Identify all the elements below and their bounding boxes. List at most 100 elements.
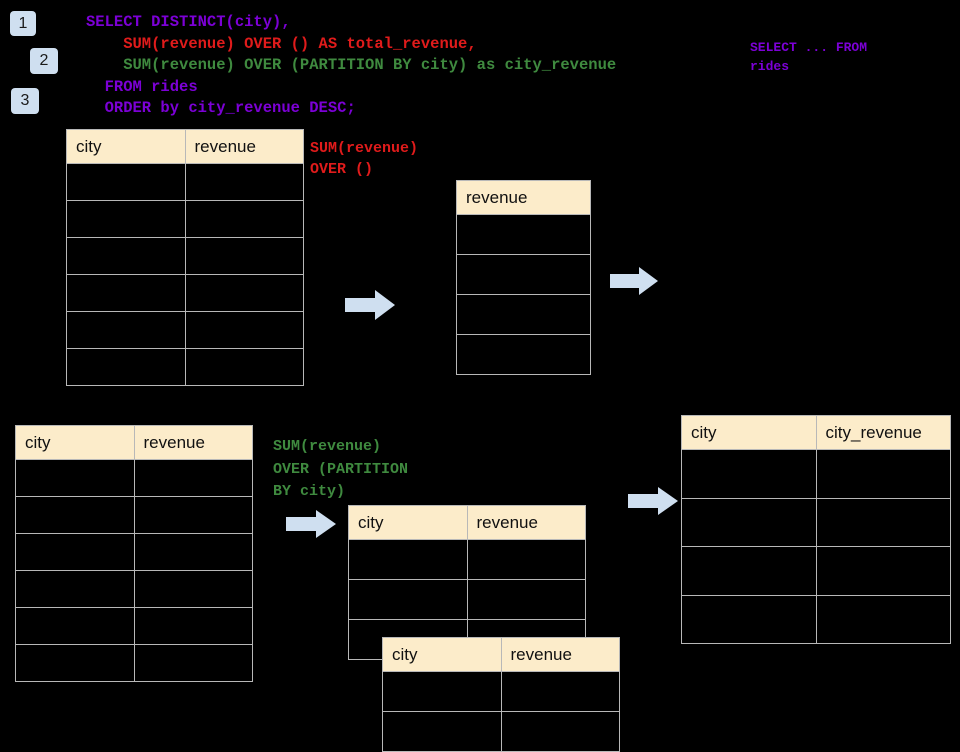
cell-city xyxy=(15,459,135,497)
table-body xyxy=(382,671,620,752)
cell-revenue xyxy=(500,711,620,752)
table-body xyxy=(456,214,591,375)
cell-revenue xyxy=(456,294,591,335)
column-header-revenue: revenue xyxy=(184,129,304,164)
step-badge-3-label: 3 xyxy=(20,92,30,109)
cell-city xyxy=(681,497,817,547)
cell-city-revenue xyxy=(815,449,951,499)
cell-revenue xyxy=(500,671,620,712)
column-header-revenue: revenue xyxy=(133,425,253,460)
cell-revenue xyxy=(456,254,591,295)
table-row xyxy=(66,237,304,275)
cell-revenue xyxy=(184,274,304,312)
sql-line-order-by: ORDER by city_revenue DESC; xyxy=(86,99,356,117)
table-row xyxy=(681,594,951,644)
table-rides-source-bottom: city revenue xyxy=(15,425,253,682)
table-row xyxy=(382,711,620,752)
column-header-city: city xyxy=(348,505,468,540)
cell-revenue xyxy=(133,533,253,571)
column-header-city: city xyxy=(66,129,186,164)
table-partitioned-back: city revenue xyxy=(382,637,620,752)
table-result: city city_revenue xyxy=(681,415,951,644)
step-badge-3: 3 xyxy=(11,88,39,114)
table-row xyxy=(681,497,951,547)
column-header-city: city xyxy=(382,637,502,672)
cell-city-revenue xyxy=(815,497,951,547)
table-body xyxy=(15,459,253,682)
arrow-right-icon-source-to-total xyxy=(345,290,395,320)
table-row xyxy=(348,579,586,620)
table-rides-source-top: city revenue xyxy=(66,129,304,386)
cell-city-revenue xyxy=(815,546,951,596)
table-header-row: city revenue xyxy=(348,505,586,540)
cell-city xyxy=(382,671,502,712)
table-header-row: city revenue xyxy=(66,129,304,164)
column-header-city: city xyxy=(15,425,135,460)
sql-line-sum-over-partition: SUM(revenue) OVER (PARTITION BY city) as… xyxy=(86,56,617,74)
cell-city xyxy=(66,311,186,349)
table-row xyxy=(66,348,304,386)
sql-line-sum-over-empty: SUM(revenue) OVER () AS total_revenue, xyxy=(86,34,477,53)
table-row xyxy=(382,671,620,712)
table-row xyxy=(456,254,591,295)
cell-city xyxy=(15,644,135,682)
cell-city xyxy=(15,607,135,645)
cell-city xyxy=(348,539,468,580)
arrow-right-icon-source-to-partition xyxy=(286,510,336,538)
sql-line-from: FROM rides xyxy=(86,77,198,96)
arrow-right-icon-total-to-result xyxy=(610,267,658,295)
annotation-select-from-rides: SELECT ... FROM rides xyxy=(750,40,868,74)
cell-city-revenue xyxy=(815,594,951,644)
cell-revenue xyxy=(184,200,304,238)
cell-city xyxy=(15,496,135,534)
table-row xyxy=(66,200,304,238)
cell-city xyxy=(66,200,186,238)
cell-city xyxy=(15,533,135,571)
table-row xyxy=(348,539,586,580)
table-row xyxy=(681,546,951,596)
table-header-row: city revenue xyxy=(15,425,253,460)
cell-revenue xyxy=(133,459,253,497)
table-total-revenue: revenue xyxy=(456,180,591,375)
cell-revenue xyxy=(184,163,304,201)
table-header-row: city city_revenue xyxy=(681,415,951,450)
cell-revenue xyxy=(466,579,586,620)
cell-city xyxy=(348,579,468,620)
table-row xyxy=(15,459,253,497)
cell-revenue xyxy=(133,607,253,645)
cell-revenue xyxy=(184,237,304,275)
table-row xyxy=(15,496,253,534)
table-row xyxy=(15,607,253,645)
cell-city xyxy=(681,449,817,499)
cell-city xyxy=(681,546,817,596)
cell-revenue xyxy=(184,348,304,386)
table-row xyxy=(681,449,951,499)
cell-city xyxy=(382,711,502,752)
sql-line-select: SELECT DISTINCT(city), xyxy=(86,13,291,31)
table-body xyxy=(681,449,951,644)
cell-city xyxy=(66,163,186,201)
column-header-city-revenue: city_revenue xyxy=(815,415,951,450)
arrow-right-icon-partition-to-result xyxy=(628,487,678,515)
table-body xyxy=(66,163,304,386)
table-row xyxy=(15,533,253,571)
column-header-revenue: revenue xyxy=(500,637,620,672)
sql-query-block: SELECT DISTINCT(city), SUM(revenue) OVER… xyxy=(86,12,616,120)
column-header-revenue: revenue xyxy=(466,505,586,540)
cell-city xyxy=(681,594,817,644)
cell-revenue xyxy=(456,334,591,375)
table-row xyxy=(456,294,591,335)
cell-revenue xyxy=(133,496,253,534)
step-badge-2: 2 xyxy=(30,48,58,74)
table-row xyxy=(456,214,591,255)
table-row xyxy=(15,644,253,682)
column-header-revenue: revenue xyxy=(456,180,591,215)
table-row xyxy=(66,274,304,312)
annotation-sum-over-empty: SUM(revenue) OVER () xyxy=(310,140,419,178)
annotation-sum-over-partition: SUM(revenue) OVER (PARTITION BY city) xyxy=(273,438,409,500)
table-row xyxy=(66,163,304,201)
cell-city xyxy=(66,348,186,386)
cell-revenue xyxy=(133,570,253,608)
step-badge-2-label: 2 xyxy=(39,52,49,69)
table-row xyxy=(15,570,253,608)
